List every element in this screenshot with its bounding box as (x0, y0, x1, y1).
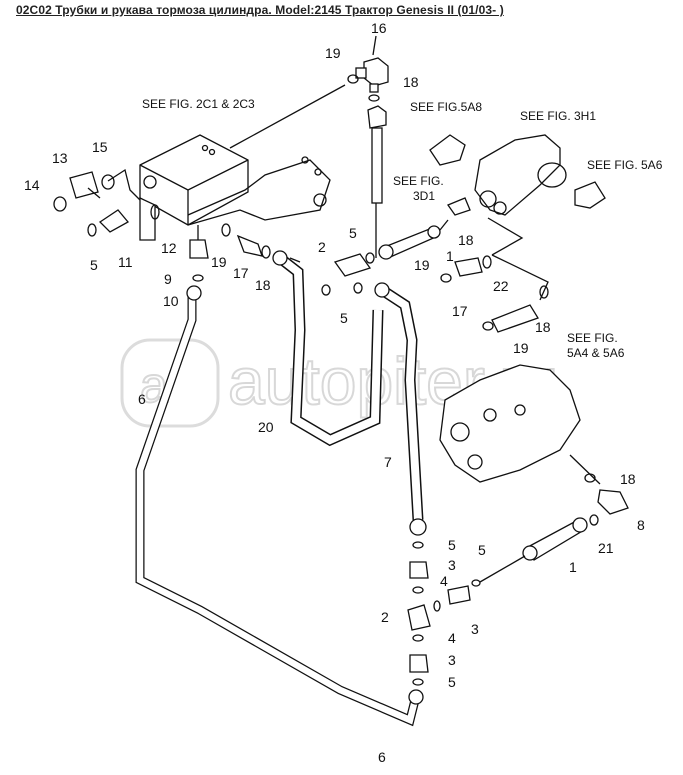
callout-3: 3 (471, 621, 479, 637)
callout-21: 21 (598, 540, 614, 556)
diagram-title: 02C02 Трубки и рукава тормоза цилиндра. … (16, 3, 504, 17)
callout-5: 5 (448, 537, 456, 553)
callout-5: 5 (340, 310, 348, 326)
callout-16: 16 (371, 20, 387, 36)
callout-6: 6 (138, 391, 146, 407)
tube-vertical-upper (367, 105, 387, 258)
callout-13: 13 (52, 150, 68, 166)
callout-8: 8 (637, 517, 645, 533)
ref-fig-5a4-line2: 5A4 & 5A6 (567, 346, 625, 360)
ref-fig-5a6: SEE FIG. 5A6 (587, 158, 663, 172)
callout-3: 3 (448, 557, 456, 573)
callout-5: 5 (448, 674, 456, 690)
callout-12: 12 (161, 240, 177, 256)
callouts: 16 19 18 13 15 14 5 11 12 9 10 19 17 18 … (24, 20, 645, 765)
callout-5: 5 (478, 542, 486, 558)
callout-4: 4 (448, 630, 456, 646)
callout-5: 5 (90, 257, 98, 273)
brake-valve-block (139, 134, 331, 241)
callout-7: 7 (384, 454, 392, 470)
callout-22: 22 (493, 278, 509, 294)
ref-fig-2c1-2c3: SEE FIG. 2C1 & 2C3 (142, 97, 255, 111)
callout-4: 4 (440, 573, 448, 589)
ref-fig-5a4-line1: SEE FIG. (567, 331, 618, 345)
callout-19: 19 (325, 45, 341, 61)
callout-18: 18 (535, 319, 551, 335)
hydraulic-pump (439, 364, 581, 483)
callout-20: 20 (258, 419, 274, 435)
callout-17: 17 (452, 303, 468, 319)
callout-2: 2 (381, 609, 389, 625)
callout-19: 19 (211, 254, 227, 270)
callout-14: 14 (24, 177, 40, 193)
pipe-7 (374, 282, 427, 536)
callout-18: 18 (458, 232, 474, 248)
callout-1: 1 (446, 248, 454, 264)
callout-17: 17 (233, 265, 249, 281)
ref-fig-5a8: SEE FIG.5A8 (410, 100, 482, 114)
callout-19: 19 (513, 340, 529, 356)
callout-10: 10 (163, 293, 179, 309)
callout-6: 6 (378, 749, 386, 765)
callout-2: 2 (318, 239, 326, 255)
elbow-fitting-16 (355, 57, 389, 93)
callout-15: 15 (92, 139, 108, 155)
callout-18: 18 (403, 74, 419, 90)
pipe-6 (135, 285, 424, 727)
callout-9: 9 (164, 271, 172, 287)
callout-18: 18 (620, 471, 636, 487)
callout-5: 5 (349, 225, 357, 241)
control-valve-3h1 (429, 134, 606, 216)
ref-fig-3d1-line2: 3D1 (413, 189, 435, 203)
pipe-1-lower (522, 517, 588, 561)
callout-18: 18 (255, 277, 271, 293)
pipe-1-upper (378, 225, 441, 260)
callout-3: 3 (448, 652, 456, 668)
ref-fig-3d1-line1: SEE FIG. (393, 174, 444, 188)
callout-19: 19 (414, 257, 430, 273)
ref-fig-3h1: SEE FIG. 3H1 (520, 109, 596, 123)
hose-20 (272, 250, 384, 447)
callout-1: 1 (569, 559, 577, 575)
callout-11: 11 (118, 254, 133, 270)
watermark-logo-icon (120, 338, 220, 428)
